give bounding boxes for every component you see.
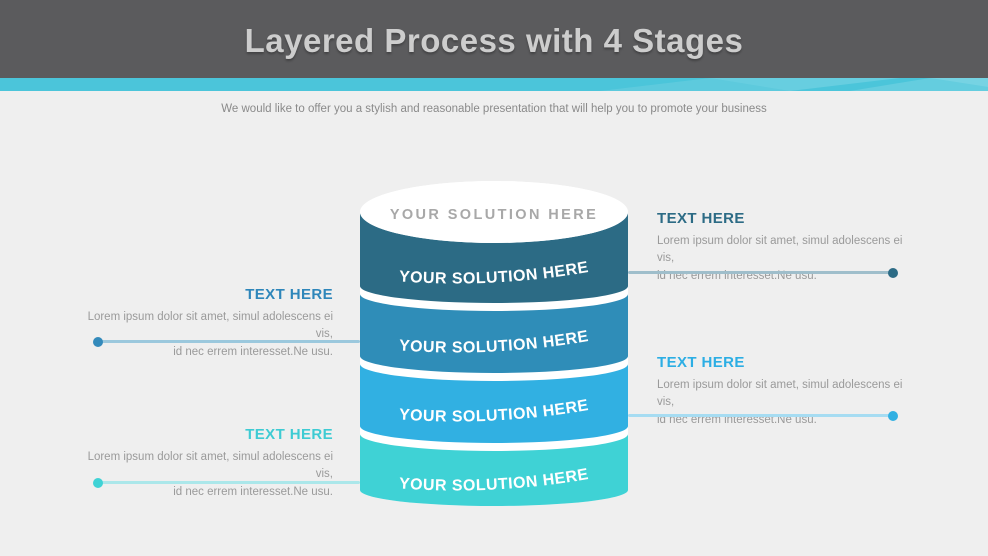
cylinder-stage-band-3 [360, 364, 628, 443]
cylinder-stage-band-2 [360, 294, 628, 373]
callout-body: Lorem ipsum dolor sit amet, simul adoles… [657, 233, 907, 285]
cylinder-top-label: YOUR SOLUTION HERE [390, 207, 598, 223]
accent-stripe [0, 78, 988, 91]
callout-stage-4: TEXT HERE Lorem ipsum dolor sit amet, si… [83, 426, 333, 501]
callout-heading: TEXT HERE [245, 286, 333, 303]
callout-heading: TEXT HERE [245, 426, 333, 443]
connector-line-stage-1 [628, 267, 898, 278]
connector-dot [93, 477, 103, 488]
connector-dot [888, 267, 898, 278]
callout-body: Lorem ipsum dolor sit amet, simul adoles… [83, 449, 333, 501]
callout-stage-2: TEXT HERE Lorem ipsum dolor sit amet, si… [83, 286, 333, 361]
connector-line-stage-2 [93, 336, 360, 347]
connector-dot [93, 336, 103, 347]
accent-stripe-facets [600, 78, 988, 91]
callout-stage-3: TEXT HERE Lorem ipsum dolor sit amet, si… [657, 354, 907, 429]
cylinder-top-ellipse [360, 181, 628, 243]
callout-heading: TEXT HERE [657, 354, 745, 371]
callout-body-line: id nec errem interesset.Ne usu. [173, 345, 333, 358]
cylinder-stage-band-1 [360, 212, 628, 303]
connector-dot [888, 410, 898, 421]
callout-body-line: Lorem ipsum dolor sit amet, simul adoles… [87, 451, 333, 481]
cylinder-stage-band-4 [360, 434, 628, 506]
connector-line-stage-4 [93, 477, 360, 488]
connector-line-stage-3 [628, 410, 898, 421]
callout-body-line: id nec errem interesset.Ne usu. [173, 485, 333, 498]
callout-body: Lorem ipsum dolor sit amet, simul adoles… [83, 309, 333, 361]
callout-body-line: Lorem ipsum dolor sit amet, simul adoles… [87, 311, 333, 341]
cylinder-diagram: YOUR SOLUTION HERE YOUR SOLUTION HERE YO… [360, 181, 628, 506]
callout-body: Lorem ipsum dolor sit amet, simul adoles… [657, 377, 907, 429]
slide-title: Layered Process with 4 Stages [244, 22, 744, 59]
callout-body-line: Lorem ipsum dolor sit amet, simul adoles… [657, 235, 903, 265]
callout-stage-1: TEXT HERE Lorem ipsum dolor sit amet, si… [657, 210, 907, 285]
callout-body-line: Lorem ipsum dolor sit amet, simul adoles… [657, 379, 903, 409]
callout-heading: TEXT HERE [657, 210, 745, 227]
slide-header: Layered Process with 4 Stages [0, 0, 988, 78]
slide-subtitle: We would like to offer you a stylish and… [221, 103, 767, 115]
